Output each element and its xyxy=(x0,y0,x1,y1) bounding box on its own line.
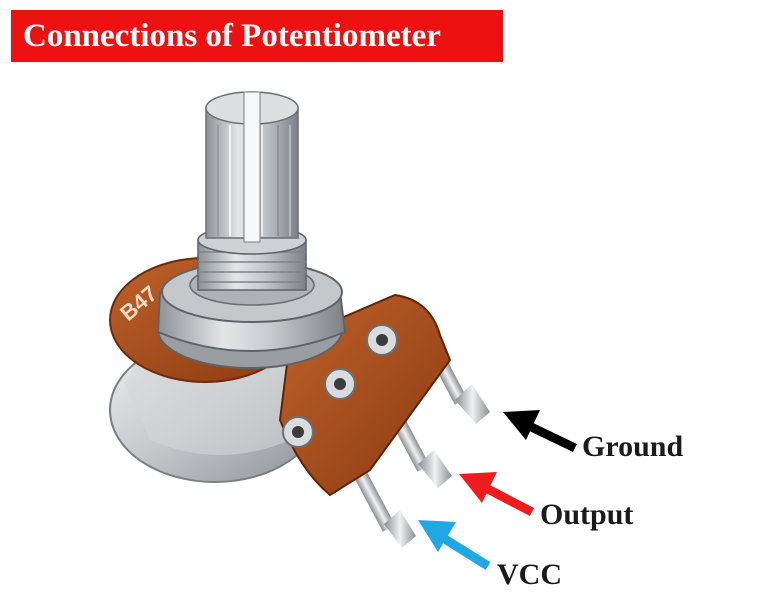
arrow-vcc xyxy=(418,520,491,570)
label-vcc: VCC xyxy=(497,558,562,591)
label-output: Output xyxy=(540,498,634,531)
solder-pad xyxy=(366,324,398,356)
page-title: Connections of Potentiometer xyxy=(11,10,503,62)
label-ground: Ground xyxy=(582,430,684,463)
arrow-output xyxy=(459,472,535,516)
knurled-shaft xyxy=(205,91,299,243)
pin-vcc xyxy=(354,472,416,548)
arrow-ground xyxy=(503,410,577,453)
solder-pad xyxy=(324,368,356,400)
solder-pad xyxy=(282,416,314,448)
